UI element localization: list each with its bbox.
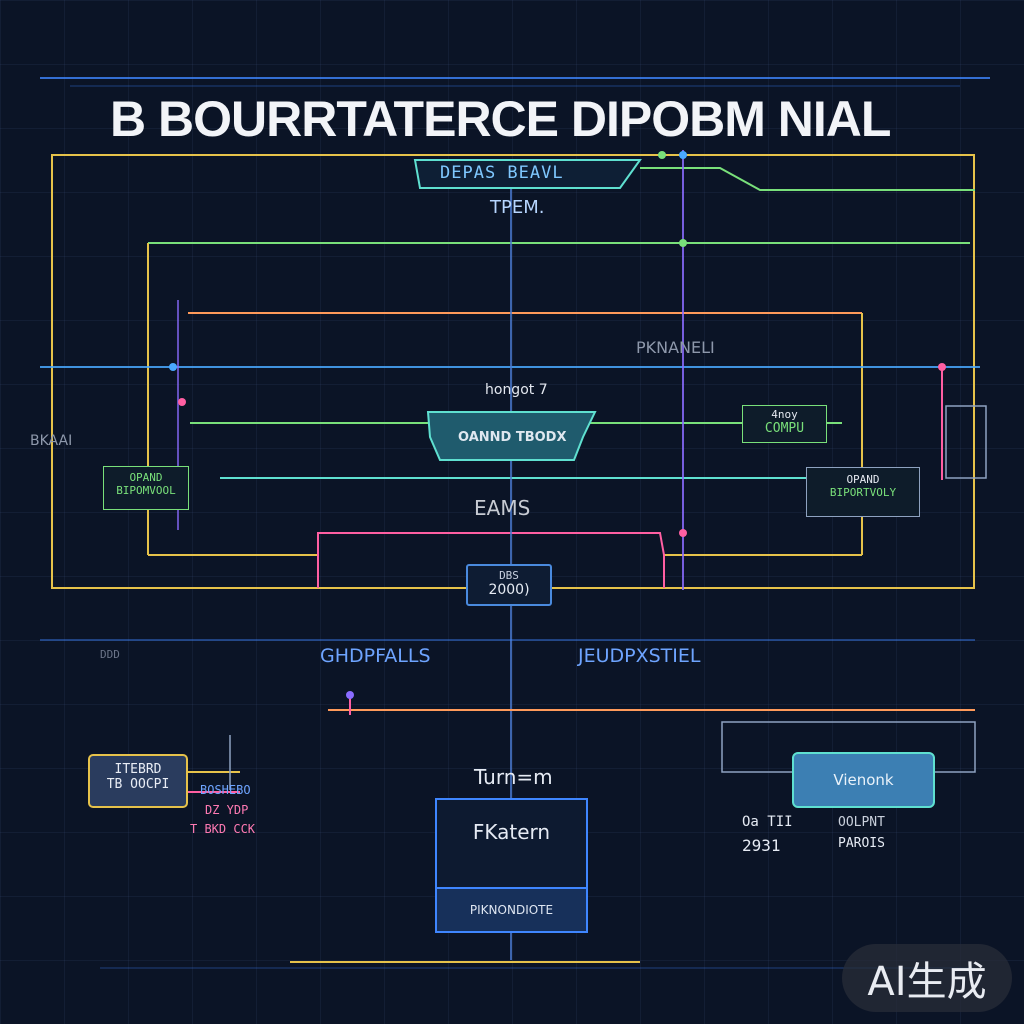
bottom-right-left-2: 2931 (742, 836, 781, 855)
label-pranelt: PKNANELI (636, 338, 715, 357)
center-node-label: OANND TBODX (458, 430, 567, 445)
bottom-right-left-1: Oa TII (742, 814, 793, 830)
top-subtitle: TPEM. (490, 197, 545, 218)
center-box: FKatern PIKNONDIOTE (435, 798, 588, 933)
left-green-box: OPAND BIPOMVOOL (103, 466, 189, 510)
top-tag: DEPAS BEAVL (440, 163, 564, 183)
right-small-box: 4noy COMPU (742, 405, 827, 443)
section-left-label: GHDPFALLS (320, 645, 431, 667)
bottom-left-box-line1: ITEBRD (114, 762, 162, 777)
label-hongot: hongot 7 (485, 382, 548, 398)
label-eams: EAMS (474, 496, 531, 520)
right-green-box: OPAND BIPORTVOLY (806, 467, 920, 517)
bottom-left-box: ITEBRD TB OOCPI (88, 754, 188, 808)
tum-label: Turn=m (474, 765, 553, 789)
center-box-footer: PIKNONDIOTE (437, 887, 586, 931)
diagram-title: B BOURRTATERCE DIPOBM NIAL (110, 91, 891, 147)
section-right-label: JEUDPXSTIEL (578, 645, 701, 667)
box-bottom-line2: 2000) (488, 582, 530, 598)
bottom-left-text-3: T BKD CCK (190, 822, 256, 836)
center-box-title: FKatern (472, 820, 551, 844)
box-bottom: DBS 2000) (466, 564, 552, 606)
bottom-right-right-1: OOLPNT (838, 815, 885, 830)
vienonk-button-label: Vienonk (833, 771, 894, 789)
vienonk-button[interactable]: Vienonk (792, 752, 935, 808)
right-small-box-line1: 4noy (771, 408, 798, 421)
left-side-label: BKAAI (30, 433, 73, 449)
bottom-left-text-2: DZ YDP (205, 803, 249, 817)
box-bottom-line1: DBS (499, 569, 519, 582)
bottom-right-right-2: PAROIS (838, 836, 885, 851)
bottom-left-box-line2: TB OOCPI (106, 777, 170, 792)
right-small-box-line2: COMPU (764, 421, 805, 436)
right-green-box-line1: OPAND (846, 473, 880, 486)
left-green-box-line2: BIPOMVOOL (116, 484, 176, 497)
bottom-left-text-1: BOSHEBO (200, 783, 251, 797)
small-left-tag: DDD (100, 648, 120, 661)
right-green-box-line2: BIPORTVOLY (829, 486, 897, 499)
ai-generated-watermark: AI生成 (842, 944, 1012, 1012)
left-green-box-line1: OPAND (129, 471, 163, 484)
